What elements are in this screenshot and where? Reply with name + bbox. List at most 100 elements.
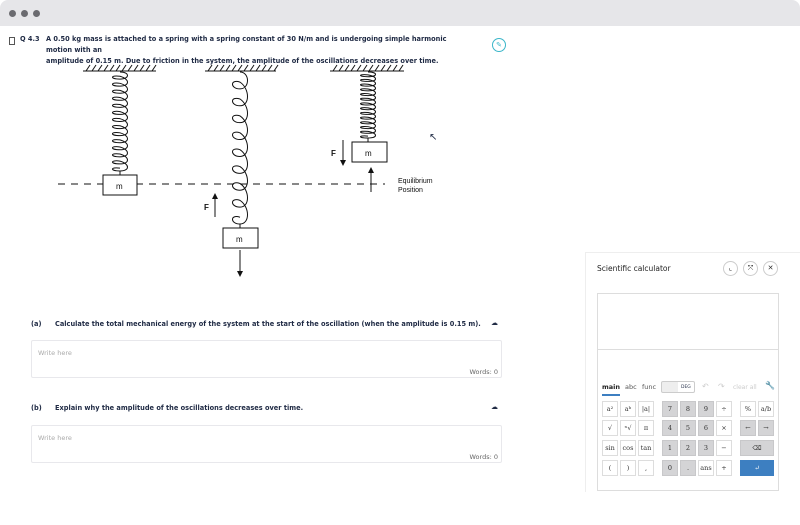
clear-all-button[interactable]: clear all xyxy=(733,384,757,391)
ceiling-hatch xyxy=(145,64,151,72)
ceiling-hatch xyxy=(213,64,219,72)
ceiling-hatch xyxy=(133,64,139,72)
ceiling-hatch xyxy=(392,64,398,72)
tab-abc[interactable]: abc xyxy=(625,383,637,391)
ceiling-hatch xyxy=(398,64,404,72)
calc-key[interactable]: 4 xyxy=(662,420,678,436)
part-b-answer-input[interactable]: Write here Words: 0 xyxy=(31,425,502,463)
ceiling-hatch xyxy=(127,64,133,72)
calc-key[interactable]: + xyxy=(716,460,732,476)
calc-key[interactable]: ( xyxy=(602,460,618,476)
calc-key[interactable]: π xyxy=(638,420,654,436)
calc-key[interactable]: ⌫ xyxy=(740,440,774,456)
ceiling-hatch xyxy=(207,64,213,72)
calc-key[interactable]: |a| xyxy=(638,401,654,417)
ceiling-hatch xyxy=(85,64,91,72)
calc-key[interactable]: . xyxy=(680,460,696,476)
calc-key[interactable]: 9 xyxy=(698,401,714,417)
calc-key[interactable]: → xyxy=(758,420,774,436)
ceiling-hatch xyxy=(344,64,350,72)
ceiling-hatch xyxy=(386,64,392,72)
calc-key[interactable]: × xyxy=(716,420,732,436)
spring xyxy=(360,71,376,139)
calc-key[interactable]: ans xyxy=(698,460,714,476)
position-label: Position xyxy=(398,187,423,194)
calc-key[interactable]: ← xyxy=(740,420,756,436)
question-number: Q 4.3 xyxy=(20,35,40,43)
force-label-up: F xyxy=(204,203,209,212)
calc-key[interactable]: 1 xyxy=(662,440,678,456)
deg-toggle[interactable]: DEG xyxy=(661,381,695,393)
expand-icon[interactable]: ⤧ xyxy=(743,261,758,276)
tab-func[interactable]: func xyxy=(642,383,657,391)
scientific-calculator: Scientific calculator ⌞ ⤧ ✕ main abc fun… xyxy=(585,252,800,492)
calculator-title: Scientific calculator xyxy=(597,264,671,273)
calc-key[interactable]: sin xyxy=(602,440,618,456)
calc-key[interactable]: cos xyxy=(620,440,636,456)
ceiling-hatch xyxy=(225,64,231,72)
cloud-icon: ☁ xyxy=(491,403,498,411)
calc-key[interactable]: 5 xyxy=(680,420,696,436)
equilibrium-label: Equilibrium xyxy=(398,178,433,185)
calc-key[interactable]: 2 xyxy=(680,440,696,456)
word-count: Words: 0 xyxy=(469,453,499,461)
ceiling-hatch xyxy=(243,64,249,72)
ceiling-hatch xyxy=(249,64,255,72)
calc-key[interactable]: ) xyxy=(620,460,636,476)
ceiling-hatch xyxy=(255,64,261,72)
settings-wrench-icon[interactable]: 🔧 xyxy=(765,381,775,390)
bookmark-icon[interactable] xyxy=(9,37,15,45)
close-icon[interactable]: ✕ xyxy=(763,261,778,276)
ceiling-hatch xyxy=(219,64,225,72)
calc-key[interactable]: 8 xyxy=(680,401,696,417)
calc-key[interactable]: 0 xyxy=(662,460,678,476)
calc-key[interactable]: a/b xyxy=(758,401,774,417)
calc-key[interactable]: ↵ xyxy=(740,460,774,476)
calc-key[interactable]: − xyxy=(716,440,732,456)
undo-icon[interactable]: ↶ xyxy=(702,382,709,391)
calc-key[interactable]: ÷ xyxy=(716,401,732,417)
ceiling-hatch xyxy=(115,64,121,72)
calc-key[interactable]: 7 xyxy=(662,401,678,417)
spring xyxy=(232,71,248,225)
redo-icon[interactable]: ↷ xyxy=(718,382,725,391)
calc-key[interactable]: 3 xyxy=(698,440,714,456)
ceiling-hatch xyxy=(261,64,267,72)
calculator-display[interactable] xyxy=(597,293,779,349)
part-a-text: Calculate the total mechanical energy of… xyxy=(55,320,481,328)
ceiling-hatch xyxy=(350,64,356,72)
force-label-down: F xyxy=(331,149,336,158)
ceiling-hatch xyxy=(237,64,243,72)
part-a-label: (a) xyxy=(31,320,42,328)
part-a-answer-input[interactable]: Write here Words: 0 xyxy=(31,340,502,378)
ceiling-hatch xyxy=(332,64,338,72)
ceiling-hatch xyxy=(97,64,103,72)
tab-main[interactable]: main xyxy=(602,383,621,396)
calc-key[interactable]: ⁿ√ xyxy=(620,420,636,436)
placeholder: Write here xyxy=(38,434,72,442)
calc-key[interactable]: a² xyxy=(602,401,618,417)
cloud-icon: ☁ xyxy=(491,319,498,327)
window-titlebar xyxy=(0,0,800,26)
calc-key[interactable]: √ xyxy=(602,420,618,436)
calc-key[interactable]: % xyxy=(740,401,756,417)
minimize-window-dot[interactable] xyxy=(21,10,28,17)
ceiling-hatch xyxy=(151,64,157,72)
mouse-cursor: ↖ xyxy=(429,132,438,143)
calc-key[interactable]: 6 xyxy=(698,420,714,436)
calc-key[interactable]: aᵇ xyxy=(620,401,636,417)
maximize-window-dot[interactable] xyxy=(33,10,40,17)
ceiling-hatch xyxy=(103,64,109,72)
calc-key[interactable]: tan xyxy=(638,440,654,456)
spring xyxy=(112,71,128,172)
placeholder: Write here xyxy=(38,349,72,357)
graph-icon[interactable]: ⌞ xyxy=(723,261,738,276)
mass-label-middle: m xyxy=(236,235,243,244)
pin-button[interactable]: ✎ xyxy=(492,38,506,52)
ceiling-hatch xyxy=(374,64,380,72)
calc-key[interactable]: , xyxy=(638,460,654,476)
ceiling-hatch xyxy=(267,64,273,72)
mass-label-right: m xyxy=(365,149,372,158)
close-window-dot[interactable] xyxy=(9,10,16,17)
